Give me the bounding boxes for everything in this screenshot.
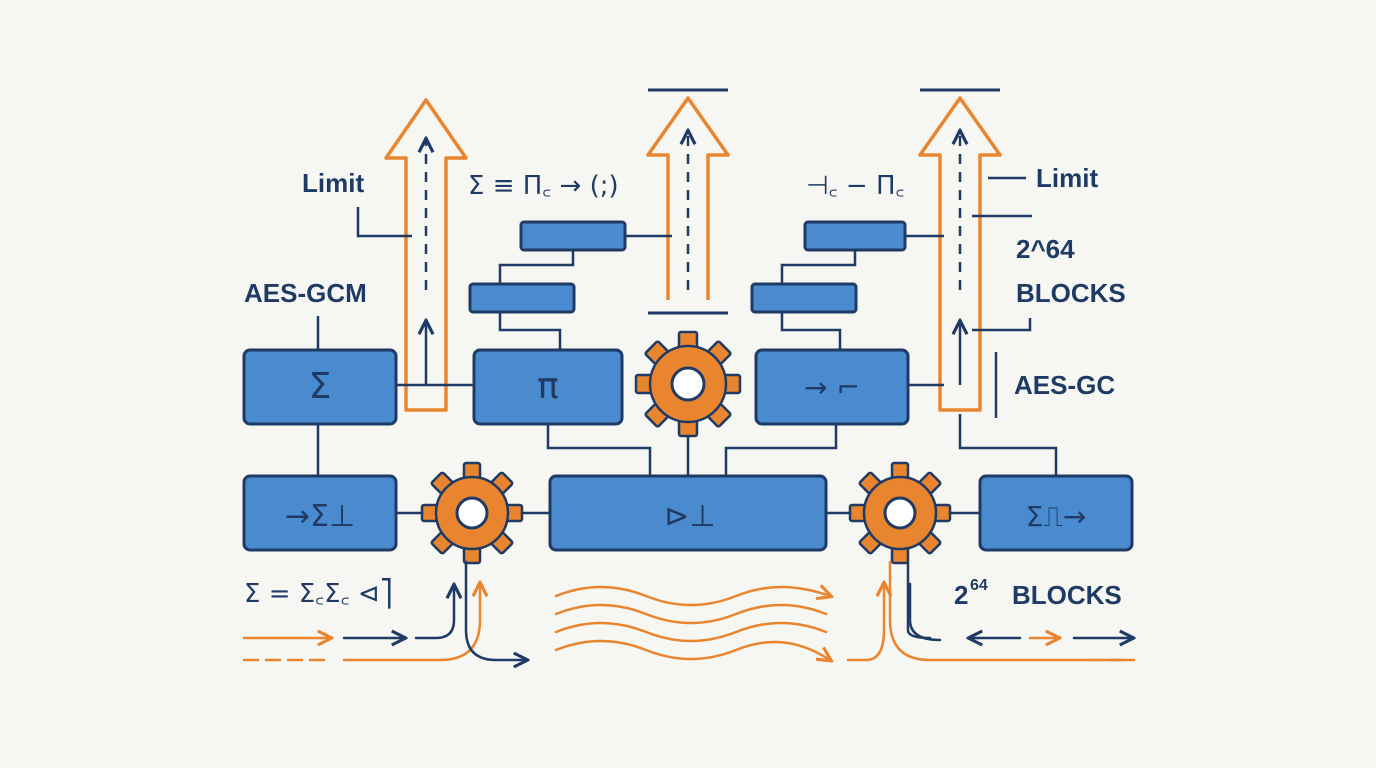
small-box-1 <box>519 220 627 252</box>
gear-icon <box>848 461 952 565</box>
relay-box <box>548 474 828 552</box>
sigma-box-symbol: Σ <box>309 366 332 407</box>
small-box-2 <box>468 282 576 314</box>
up-arrow-icon <box>918 96 1002 412</box>
small-box-3 <box>803 220 907 252</box>
sigma-sub-box <box>242 474 398 552</box>
formula-bottom: Σ = Σ꜀Σ꜀ ⊲⎤ <box>244 577 393 609</box>
gear-icon <box>420 461 524 565</box>
sigma-sub-box-symbol: →Σ⊥ <box>285 499 355 534</box>
formula-top-right: ⊣꜀ − Π꜀ <box>806 171 905 201</box>
end-box <box>978 474 1134 552</box>
limit-label-right: Limit <box>1036 163 1098 193</box>
gear-icon <box>634 330 742 438</box>
step-box <box>754 348 910 426</box>
limit-label-left: Limit <box>302 168 364 198</box>
blocks-bottom-word: BLOCKS <box>1012 580 1122 610</box>
blocks-bottom-base: 2 <box>954 580 968 610</box>
step-box-symbol: → ⌐ <box>804 371 860 404</box>
up-arrow-icon <box>384 98 468 412</box>
wave-icon <box>554 587 830 660</box>
relay-box-symbol: ⊳⊥ <box>664 499 715 534</box>
up-arrow-icon <box>646 96 730 300</box>
blocks-top-exponent: 2^64 <box>1016 234 1075 264</box>
pi-box <box>472 348 624 426</box>
aes-gc-label: AES-GC <box>1014 370 1115 400</box>
pi-box-symbol: π <box>537 366 559 407</box>
blocks-top-word: BLOCKS <box>1016 278 1126 308</box>
sigma-box <box>242 348 398 426</box>
aes-gcm-label: AES-GCM <box>244 278 367 308</box>
small-box-4 <box>750 282 858 314</box>
blocks-bottom-label: 2 64 BLOCKS <box>954 577 1122 610</box>
formula-top: Σ ≡ Π꜀ → (;) <box>468 171 619 201</box>
blocks-bottom-exponent: 64 <box>970 577 988 594</box>
end-box-symbol: Σ⎍→ <box>1026 500 1087 533</box>
